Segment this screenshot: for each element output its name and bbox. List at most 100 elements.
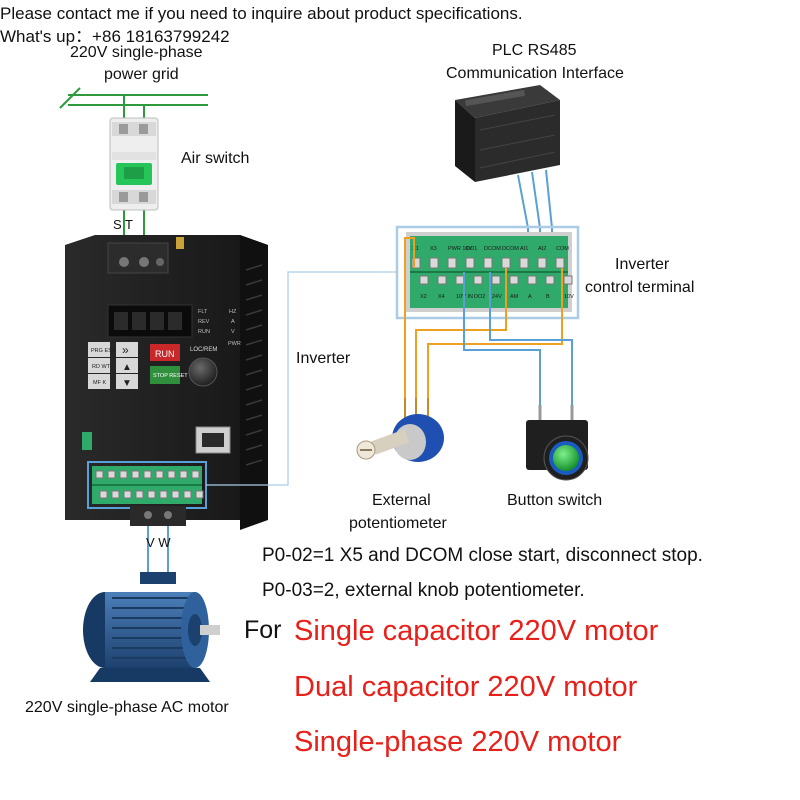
terminal-top-label: AI2 [538, 246, 546, 252]
terminal-screw [491, 275, 501, 285]
run-key[interactable] [150, 344, 180, 361]
motor-wires [147, 526, 169, 580]
motor-type-2: Dual capacitor 220V motor [294, 671, 638, 703]
rd-wt-key[interactable] [88, 358, 110, 373]
unit-v: V [231, 329, 235, 335]
inverter-terminal-screw [147, 490, 156, 499]
terminal-screw [545, 275, 555, 285]
mf-k-key[interactable] [88, 374, 110, 389]
motor-type-3: Single-phase 220V motor [294, 726, 622, 758]
terminal-top-label: COM [556, 246, 569, 252]
terminal-bottom-label: B [546, 294, 550, 300]
inverter-knob[interactable] [188, 357, 218, 387]
inverter-terminal-screw [191, 470, 200, 479]
shift-key[interactable] [116, 342, 138, 357]
inverter-label: Inverter [296, 350, 351, 367]
external-potentiometer [356, 398, 444, 462]
prg-esc-label: PRG ESC [91, 348, 116, 354]
button-switch [526, 405, 589, 481]
motor-label: 220V single-phase AC motor [25, 699, 229, 716]
unit-hz: HZ [229, 309, 237, 315]
terminal-bottom-label: DO2 [474, 294, 485, 300]
led-flt: FLT [198, 309, 208, 315]
mf-k-label: MF K [93, 380, 106, 386]
terminal-top-label: DCOM [502, 246, 519, 252]
terminal-bottom-label: X2 [420, 294, 427, 300]
down-arrow-icon: ▼ [122, 378, 132, 389]
terminal-screw [455, 275, 465, 285]
motor-type-1: Single capacitor 220V motor [294, 615, 659, 647]
terminal-top-label: X3 [430, 246, 437, 252]
inverter-terminal-screw [167, 470, 176, 479]
terminal-screw [537, 257, 547, 269]
inverter-terminal-screw [159, 490, 168, 499]
down-key[interactable] [116, 374, 138, 389]
led-run: RUN [198, 329, 210, 335]
plc-label-1: PLC RS485 [492, 42, 577, 59]
control-wires [404, 237, 573, 410]
air-switch [109, 117, 159, 211]
rj45-port [195, 426, 231, 454]
inverter-terminal-screw [143, 470, 152, 479]
terminal-bottom-label: AM [510, 294, 519, 300]
up-key[interactable] [116, 358, 138, 373]
whatsapp-line: What's up：+86 18163799242 [0, 27, 230, 46]
terminal-screw [473, 275, 483, 285]
terminal-screw [419, 275, 429, 285]
terminal-top-label: AI1 [520, 246, 528, 252]
inverter-terminal-screw [155, 470, 164, 479]
inverter-terminal-screw [123, 490, 132, 499]
inverter-terminal-screw [135, 490, 144, 499]
up-arrow-icon: ▲ [122, 362, 132, 373]
terminal-screw [519, 257, 529, 269]
ac-motor [83, 572, 220, 682]
loc-rem-label: LOC/REM [190, 347, 217, 353]
terminal-top-label: X1 [412, 246, 419, 252]
terminal-screw [411, 257, 421, 269]
led-rev: REV [198, 319, 210, 325]
inverter-terminal-screw [183, 490, 192, 499]
plc-label-2: Communication Interface [446, 65, 624, 82]
terminal-bottom-label: 10V [564, 294, 574, 300]
inverter: FLT REV RUN PWR HZ A V PRG ESC » RD WT ▲… [65, 235, 268, 530]
terminal-screw [447, 257, 457, 269]
ext-pot-label-1: External [372, 492, 431, 509]
terminal-label-2: control terminal [585, 279, 695, 296]
param-p0-03: P0-03=2, external knob potentiometer. [262, 580, 585, 601]
inverter-terminal-screw [119, 470, 128, 479]
terminal-bottom-label: A [528, 294, 532, 300]
run-label: RUN [155, 349, 175, 359]
plc-module [455, 85, 560, 182]
terminal-screw [563, 275, 573, 285]
unit-a: A [231, 319, 235, 325]
terminal-screw [527, 275, 537, 285]
rd-wt-label: RD WT [92, 364, 111, 370]
inverter-terminal-screw [131, 470, 140, 479]
power-grid-label-1: 220V single-phase [70, 44, 203, 61]
terminal-screw [437, 275, 447, 285]
st-label: S T [113, 217, 133, 232]
vw-label: V W [146, 535, 171, 550]
ext-pot-label-2: potentiometer [349, 515, 447, 532]
terminal-screw [483, 257, 493, 269]
stop-reset-key[interactable] [150, 366, 180, 384]
inverter-terminal-screw [95, 470, 104, 479]
prg-esc-key[interactable] [88, 342, 110, 357]
inverter-terminal-screw [179, 470, 188, 479]
contact-line: Please contact me if you need to inquire… [0, 4, 523, 23]
terminal-screw [509, 275, 519, 285]
link-line [206, 271, 397, 486]
inverter-terminal-screw [171, 490, 180, 499]
air-switch-label: Air switch [181, 150, 250, 167]
inverter-terminal-screw [195, 490, 204, 499]
shift-icon: » [122, 343, 129, 357]
led-pwr: PWR [228, 341, 241, 347]
terminal-screw [501, 257, 511, 269]
terminal-screw [555, 257, 565, 269]
inverter-terminal-screw [107, 470, 116, 479]
terminal-bottom-label: X4 [438, 294, 445, 300]
terminal-top-label: DO1 [466, 246, 477, 252]
terminal-top-label: PWR 10V [448, 246, 472, 252]
